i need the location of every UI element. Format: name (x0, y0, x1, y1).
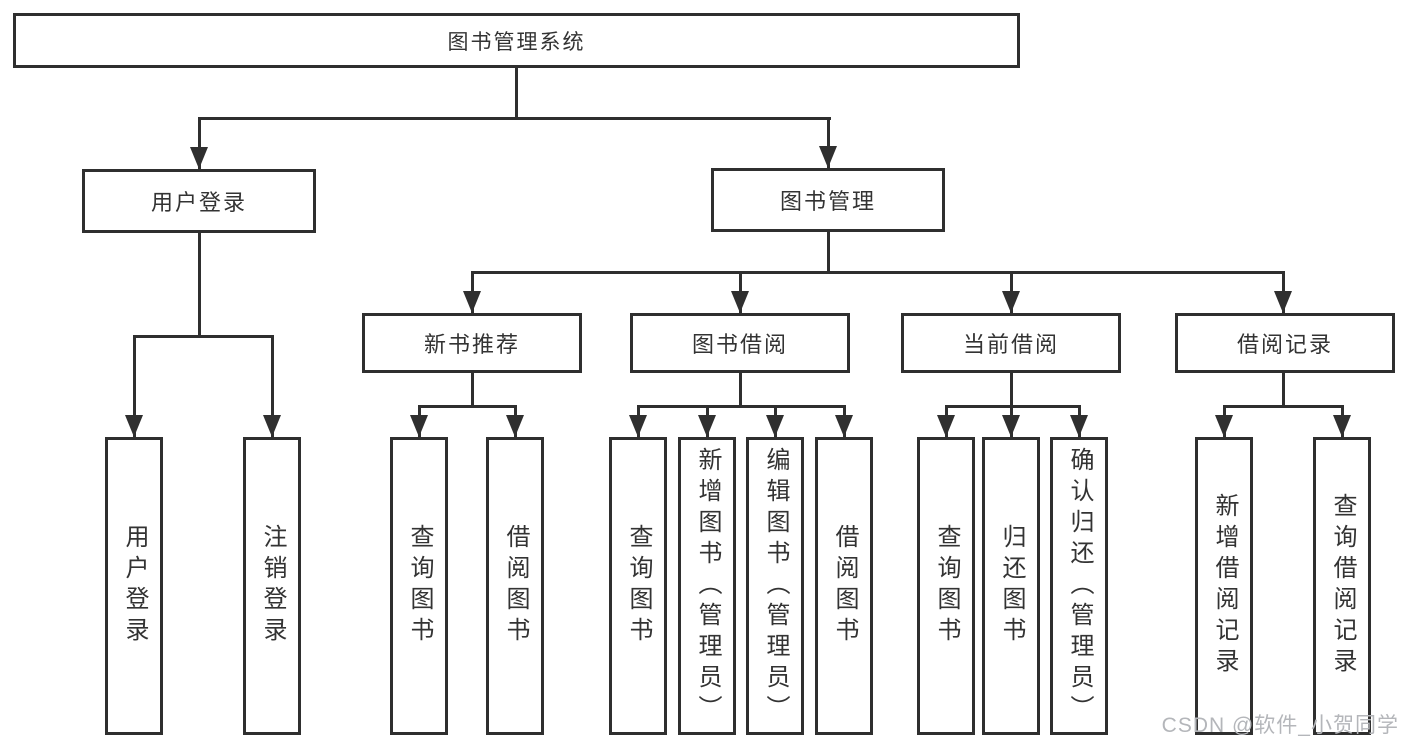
node-book-borrow: 图书借阅 (630, 313, 850, 373)
connector-line (1282, 373, 1285, 408)
connector-line (945, 405, 1081, 408)
watermark: CSDN @软件_小贺同学 (1161, 714, 1399, 737)
connector-line (198, 117, 201, 169)
arrow-down-icon (190, 147, 208, 169)
connector-line (198, 117, 831, 120)
arrow-down-icon (698, 415, 716, 437)
arrow-down-icon (1274, 291, 1292, 313)
arrow-down-icon (410, 415, 428, 437)
arrow-down-icon (1215, 415, 1233, 437)
node-borrow-records: 借阅记录 (1175, 313, 1395, 373)
arrow-down-icon (125, 415, 143, 437)
node-root: 图书管理系统 (13, 13, 1020, 68)
leaf-newbook-query: 查询图书 (390, 437, 448, 735)
arrow-down-icon (766, 415, 784, 437)
connector-line (637, 405, 846, 408)
arrow-down-icon (731, 291, 749, 313)
arrow-down-icon (629, 415, 647, 437)
connector-line (739, 373, 742, 408)
arrow-down-icon (1002, 291, 1020, 313)
leaf-logout: 注销登录 (243, 437, 301, 735)
leaf-records-query: 查询借阅记录 (1313, 437, 1371, 735)
arrow-down-icon (835, 415, 853, 437)
node-current-borrow: 当前借阅 (901, 313, 1121, 373)
node-book-management: 图书管理 (711, 168, 945, 232)
connector-line (471, 373, 474, 408)
leaf-records-add: 新增借阅记录 (1195, 437, 1253, 735)
connector-line (827, 232, 830, 274)
connector-line (471, 271, 1285, 274)
connector-line (133, 335, 136, 437)
connector-line (133, 335, 274, 338)
arrow-down-icon (1070, 415, 1088, 437)
leaf-current-query: 查询图书 (917, 437, 975, 735)
arrow-down-icon (463, 291, 481, 313)
leaf-borrow-query: 查询图书 (609, 437, 667, 735)
leaf-borrow-add-admin: 新增图书（管理员） (678, 437, 736, 735)
leaf-current-return: 归还图书 (982, 437, 1040, 735)
arrow-down-icon (937, 415, 955, 437)
connector-line (515, 68, 518, 120)
arrow-down-icon (1002, 415, 1020, 437)
node-user-login: 用户登录 (82, 169, 316, 233)
arrow-down-icon (263, 415, 281, 437)
node-new-book-recommend: 新书推荐 (362, 313, 582, 373)
connector-line (418, 405, 517, 408)
leaf-borrow-edit-admin: 编辑图书（管理员） (746, 437, 804, 735)
connector-line (1223, 405, 1344, 408)
leaf-user-login: 用户登录 (105, 437, 163, 735)
connector-line (271, 335, 274, 437)
leaf-newbook-borrow: 借阅图书 (486, 437, 544, 735)
leaf-borrow-book: 借阅图书 (815, 437, 873, 735)
connector-line (827, 117, 830, 168)
arrow-down-icon (819, 146, 837, 168)
arrow-down-icon (1333, 415, 1351, 437)
leaf-current-confirm-admin: 确认归还（管理员） (1050, 437, 1108, 735)
arrow-down-icon (506, 415, 524, 437)
connector-line (198, 233, 201, 335)
connector-line (1010, 373, 1013, 408)
